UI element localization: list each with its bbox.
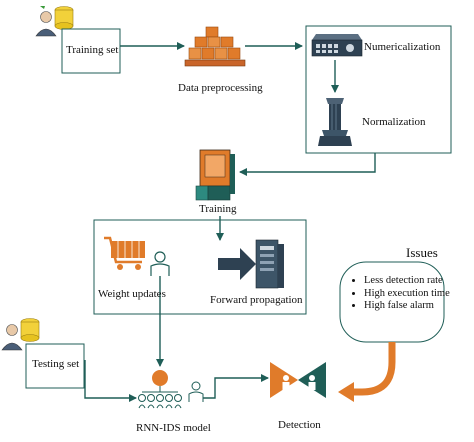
weight-updates-label: Weight updates <box>98 288 166 300</box>
preprocessing-group-box <box>305 25 452 154</box>
issues-curved-arrow <box>352 342 396 396</box>
data-preprocessing-label: Data preprocessing <box>178 82 263 94</box>
issue-item: High false alarm <box>364 300 452 313</box>
forward-propagation-label: Forward propagation <box>210 294 303 306</box>
training-loop-box <box>93 219 307 315</box>
data-boxes-icon <box>184 26 246 67</box>
testing-set-box <box>25 343 85 389</box>
person-outline-icon <box>150 251 170 276</box>
training-workstation-icon <box>195 149 235 201</box>
model-person-icon <box>188 381 204 402</box>
issues-title: Issues <box>406 245 438 260</box>
network-tree-icon <box>138 370 182 409</box>
testing-database-user-icon <box>1 318 40 351</box>
issue-item: High execution time <box>364 288 452 301</box>
arrow-group-to-training <box>239 153 376 176</box>
arrow-model-to-detection <box>202 374 269 399</box>
shopping-cart-icon <box>104 236 145 270</box>
detection-label: Detection <box>278 419 321 431</box>
column-icon <box>318 98 352 146</box>
forward-arrow-icon <box>218 248 256 280</box>
model-label: RNN-IDS model <box>136 422 211 434</box>
issues-list: Less detection rate High execution time … <box>352 275 452 313</box>
detection-icon <box>270 362 326 398</box>
issue-item: Less detection rate <box>364 275 452 288</box>
numericalization-label: Numericalization <box>364 41 441 53</box>
testing-set-label: Testing set <box>32 358 80 370</box>
network-switch-icon <box>311 34 363 57</box>
training-set-label: Training set <box>66 44 119 56</box>
arrow-testingset-to-model <box>84 360 137 402</box>
training-label: Training <box>199 203 237 215</box>
normalization-label: Normalization <box>362 116 426 128</box>
training-set-box <box>61 28 121 74</box>
server-tower-icon <box>255 239 284 289</box>
database-user-icon <box>35 6 74 37</box>
issues-arrow-head <box>338 382 354 402</box>
